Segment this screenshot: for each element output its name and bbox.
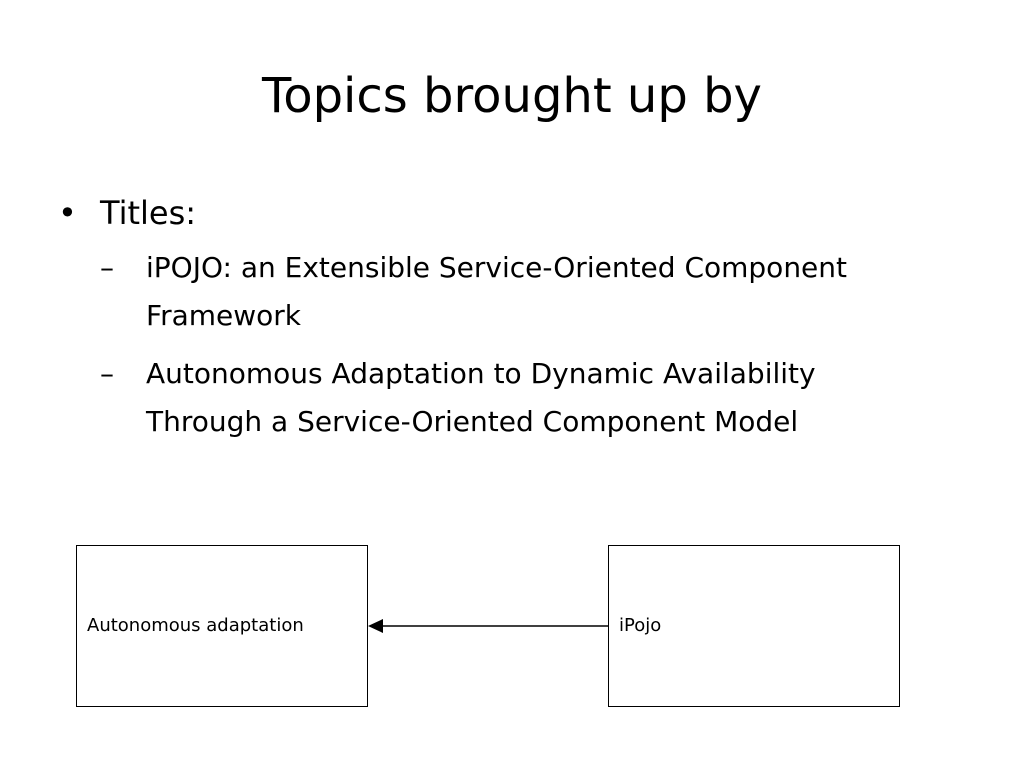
sub-bullet-list: – iPOJO: an Extensible Service-Oriented … <box>100 244 978 446</box>
arrowhead-left-icon <box>368 619 383 633</box>
bullet-titles-text: Titles: <box>100 194 197 232</box>
sub-bullet-autonomous-line2: Through a Service-Oriented Component Mod… <box>146 405 799 438</box>
sub-bullet-autonomous-line1: Autonomous Adaptation to Dynamic Availab… <box>146 357 816 390</box>
dash-icon: – <box>100 251 114 284</box>
bullet-dot-icon: • <box>58 194 77 232</box>
slide-title: Topics brought up by <box>262 68 762 124</box>
sub-bullet-autonomous: – Autonomous Adaptation to Dynamic Avail… <box>100 350 978 446</box>
box-autonomous-adaptation: Autonomous adaptation <box>76 545 368 707</box>
sub-bullet-ipojo-line1: iPOJO: an Extensible Service-Oriented Co… <box>146 251 848 284</box>
sub-bullet-ipojo-line2: Framework <box>146 299 301 332</box>
box-ipojo: iPojo <box>608 545 900 707</box>
bullet-list: • Titles: – iPOJO: an Extensible Service… <box>58 190 978 456</box>
box-ipojo-label: iPojo <box>619 615 662 636</box>
sub-bullet-ipojo: – iPOJO: an Extensible Service-Oriented … <box>100 244 978 340</box>
dash-icon: – <box>100 357 114 390</box>
box-autonomous-adaptation-label: Autonomous adaptation <box>87 615 304 636</box>
bullet-titles: • Titles: – iPOJO: an Extensible Service… <box>58 190 978 446</box>
